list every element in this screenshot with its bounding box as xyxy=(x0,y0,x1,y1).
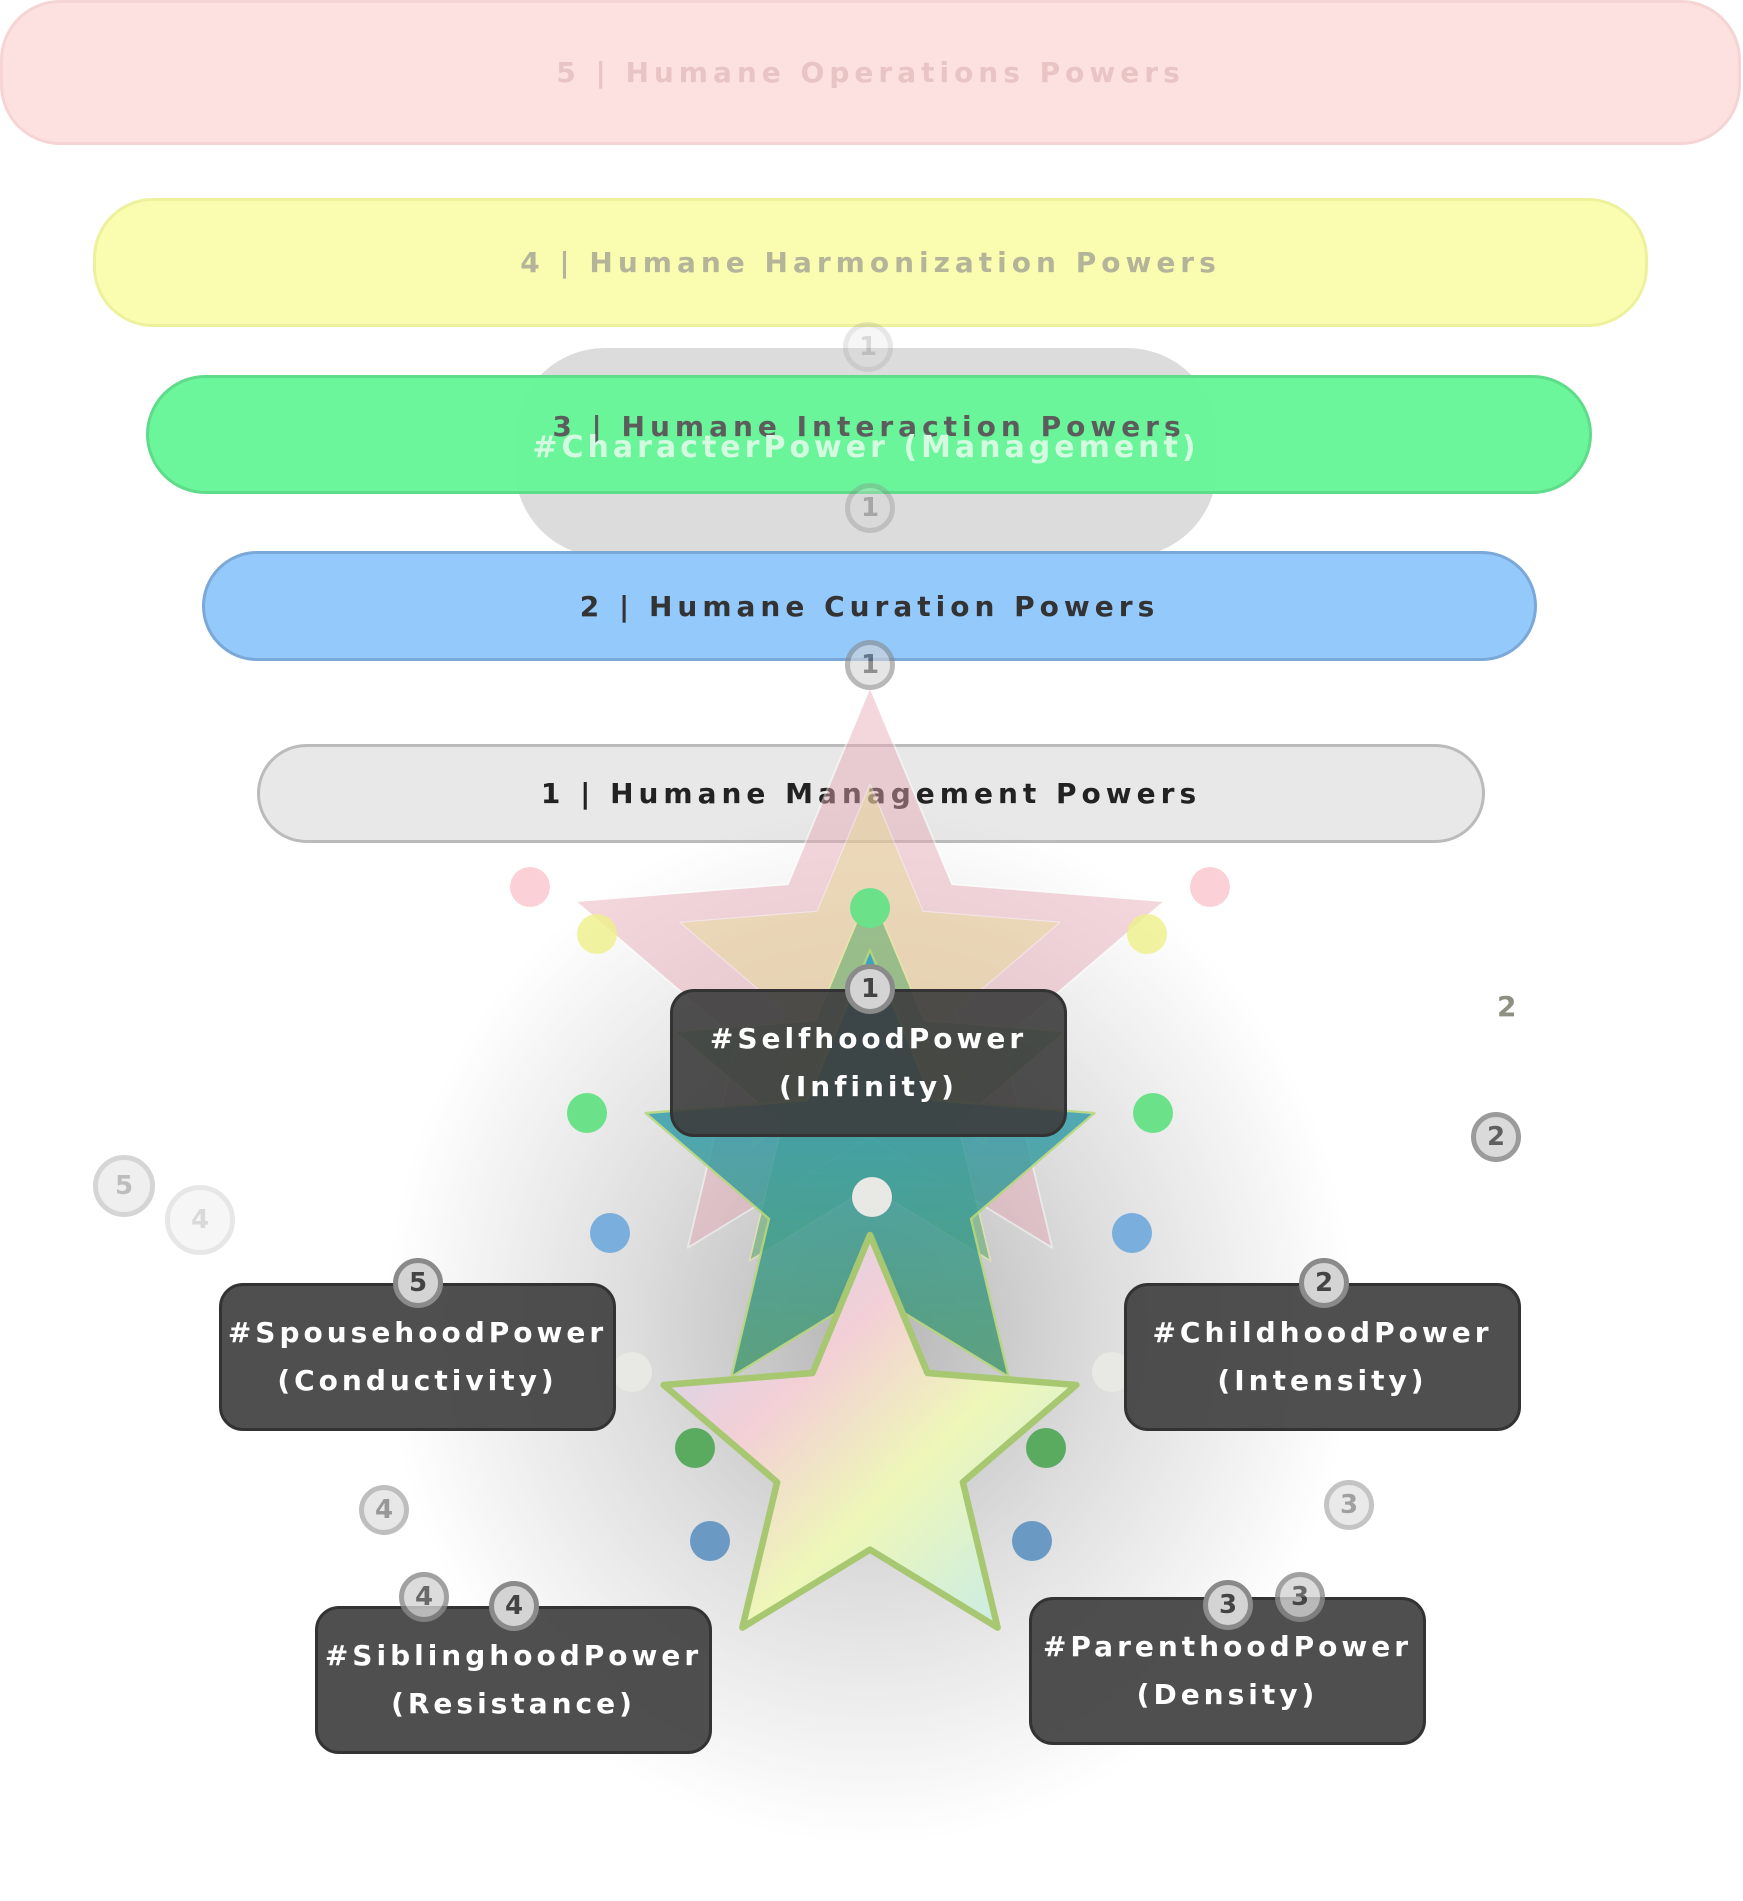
layer-5-label: 5 | Humane Operations Powers xyxy=(556,56,1185,89)
yellow-dot xyxy=(1127,914,1167,954)
power-name: #SiblinghoodPower xyxy=(324,1639,703,1672)
power-name: #SpousehoodPower xyxy=(227,1316,608,1349)
stray-badge: 5 xyxy=(93,1155,155,1217)
siblinghood-badge: 4 xyxy=(489,1581,539,1631)
green-dot xyxy=(850,888,890,928)
stray-badge: 4 xyxy=(165,1185,235,1255)
blue-dot xyxy=(590,1213,630,1253)
green-dot xyxy=(1026,1428,1066,1468)
power-quality: (Intensity) xyxy=(1217,1364,1428,1397)
power-quality: (Density) xyxy=(1136,1678,1319,1711)
stray-badge: 1 xyxy=(845,483,895,533)
parenthood-badge: 3 xyxy=(1203,1580,1253,1630)
white-dot xyxy=(852,1177,892,1217)
layer-3-label: 3 | Humane Interaction Powers xyxy=(552,410,1186,443)
power-quality: (Conductivity) xyxy=(277,1364,558,1397)
blue-dot xyxy=(1112,1213,1152,1253)
power-name: #ChildhoodPower xyxy=(1152,1316,1493,1349)
white-dot xyxy=(612,1352,652,1392)
green-dot xyxy=(567,1093,607,1133)
stray-badge: 4 xyxy=(399,1572,449,1622)
layer-4-label: 4 | Humane Harmonization Powers xyxy=(520,246,1221,279)
stray-badge: 1 xyxy=(845,640,895,690)
stray-badge: 1 xyxy=(843,322,893,372)
layer-2-label: 2 | Humane Curation Powers xyxy=(579,589,1160,623)
power-quality: (Infinity) xyxy=(779,1070,958,1103)
childhood-power-node[interactable]: #ChildhoodPower (Intensity) xyxy=(1124,1283,1521,1431)
selfhood-badge: 1 xyxy=(845,964,895,1014)
spousehood-badge: 5 xyxy=(393,1258,443,1308)
stray-badge: 4 xyxy=(359,1485,409,1535)
yellow-dot xyxy=(577,914,617,954)
star-main xyxy=(664,1235,1077,1628)
power-name: #SelfhoodPower xyxy=(709,1022,1028,1055)
childhood-badge: 2 xyxy=(1299,1258,1349,1308)
stray-badge: 3 xyxy=(1324,1480,1374,1530)
power-name: #ParenthoodPower xyxy=(1042,1630,1413,1663)
green-dot xyxy=(675,1428,715,1468)
stray-badge: 3 xyxy=(1275,1572,1325,1622)
blue-dot xyxy=(690,1521,730,1561)
blue-dot xyxy=(1012,1521,1052,1561)
stray-badge: 2 xyxy=(1471,1112,1521,1162)
layer-5-band: 5 | Humane Operations Powers xyxy=(0,0,1741,145)
stray-number: 2 xyxy=(1497,990,1517,1023)
pink-dot xyxy=(1190,867,1230,907)
pink-dot xyxy=(510,867,550,907)
power-quality: (Resistance) xyxy=(391,1687,636,1720)
ghost-label: #CharacterPower (Management) xyxy=(532,430,1200,465)
green-dot xyxy=(1133,1093,1173,1133)
